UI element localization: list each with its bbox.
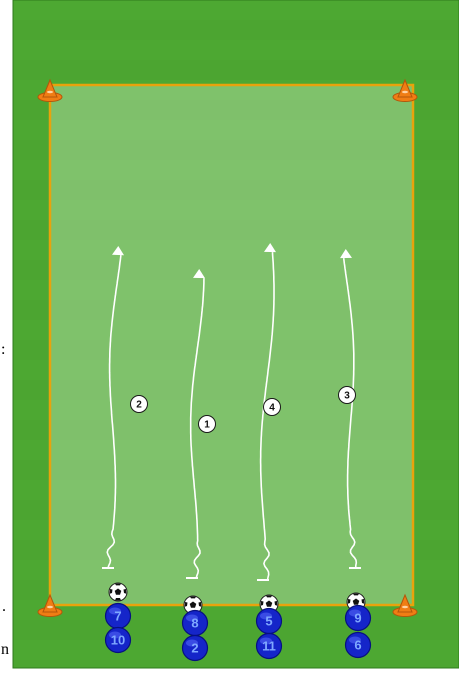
drill-zone [50,85,413,605]
player-number: 6 [354,638,361,653]
stray-colon: : [1,341,5,359]
player-token: 5 [257,609,282,634]
player-token: 2 [183,636,208,661]
player-token: 11 [257,634,282,659]
player-number: 5 [265,614,272,629]
player-token: 6 [346,633,371,658]
run-number-label: 4 [269,403,275,414]
player-token: 8 [183,611,208,636]
run-number-label: 3 [344,391,350,402]
player-number: 10 [111,633,125,648]
player-number: 8 [191,616,198,631]
player-number: 9 [354,611,361,626]
player-token: 10 [106,628,131,653]
soccer-ball-icon [109,583,127,601]
run-number-label: 1 [204,420,210,431]
player-token: 9 [346,606,371,631]
player-number: 2 [191,641,198,656]
run-number-label: 2 [136,400,142,411]
player-number: 7 [114,609,121,624]
stray-letter-n: n [1,641,9,659]
stray-dot: . [2,598,6,616]
player-token: 7 [106,604,131,629]
player-number: 11 [262,639,276,654]
